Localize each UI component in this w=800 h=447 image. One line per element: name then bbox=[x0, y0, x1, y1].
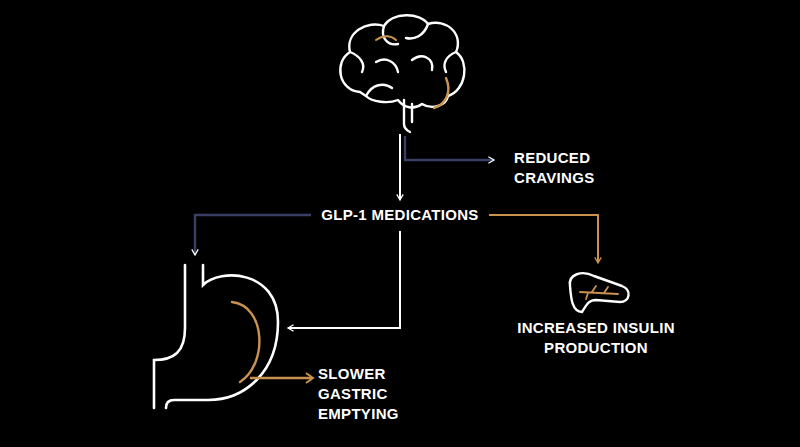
brain-accent bbox=[376, 36, 396, 40]
outcome-with-icon: INCREASED INSULIN PRODUCTION bbox=[496, 266, 700, 358]
label-text: GLP-1 MEDICATIONS bbox=[319, 205, 481, 225]
medication-label: GLP-1 MEDICATIONS bbox=[319, 205, 481, 225]
pancreas-icon bbox=[562, 266, 634, 316]
label-text: REDUCED CRAVINGS bbox=[514, 148, 614, 188]
stomach-icon bbox=[140, 260, 285, 410]
brain-accent bbox=[434, 78, 448, 108]
leader-arrow bbox=[248, 368, 328, 388]
outcome-with-icon: SLOWER GASTRIC EMPTYING bbox=[140, 260, 403, 428]
flow-arrow bbox=[288, 231, 400, 328]
brain-arrow bbox=[399, 134, 401, 200]
label-text: INCREASED INSULIN PRODUCTION bbox=[496, 318, 696, 358]
flow-arrow bbox=[489, 215, 598, 263]
flow-arrow bbox=[195, 215, 311, 255]
outcome-label: REDUCED CRAVINGS bbox=[514, 148, 618, 188]
label-text: SLOWER GASTRIC EMPTYING bbox=[318, 364, 403, 424]
brain-branch-arrow bbox=[405, 136, 494, 160]
brain-icon bbox=[340, 15, 464, 132]
